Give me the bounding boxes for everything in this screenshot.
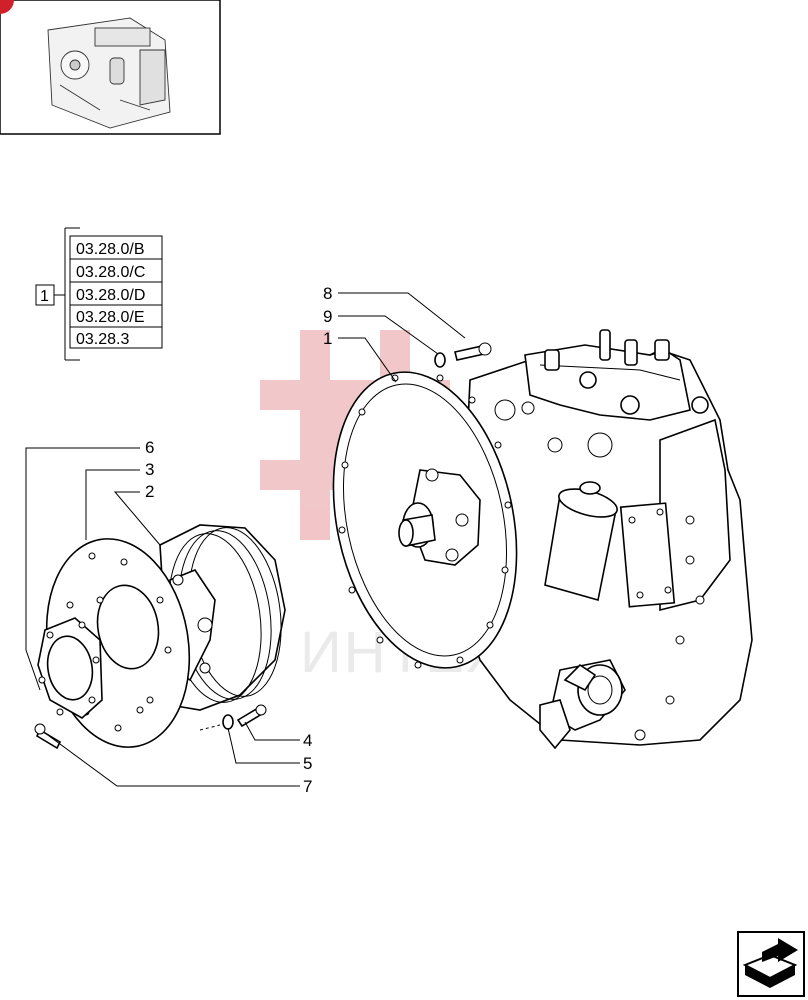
callout-1: 1 (323, 329, 332, 348)
callouts: 8 9 1 6 3 2 4 5 7 (145, 284, 332, 796)
callout-9: 9 (323, 307, 332, 326)
reference-link-3[interactable]: 03.28.0/D (76, 287, 145, 304)
bolt-part-4 (236, 704, 267, 728)
callout-7: 7 (303, 777, 312, 796)
flange-bolt-holes (338, 374, 512, 669)
transmission-assembly (332, 329, 753, 750)
next-page-button[interactable] (737, 931, 805, 997)
washer-part-5 (222, 714, 234, 730)
transmission-thumbnail-icon (47, 17, 171, 129)
red-corner-marker (0, 0, 14, 14)
adapter-plate-part-6 (37, 617, 103, 719)
callout-4: 4 (303, 731, 312, 750)
reference-link-1[interactable]: 03.28.0/B (76, 241, 145, 258)
callout-8: 8 (323, 284, 332, 303)
callout-3: 3 (145, 460, 154, 479)
bolt-part-7 (34, 723, 62, 750)
reference-link-5[interactable]: 03.28.3 (76, 331, 129, 348)
reference-link-4[interactable]: 03.28.0/E (76, 309, 145, 326)
reference-link-2[interactable]: 03.28.0/C (76, 264, 145, 281)
bolt-part-8 (454, 342, 492, 361)
item-label: 1 (40, 288, 49, 305)
callout-6: 6 (145, 438, 154, 457)
callout-2: 2 (145, 482, 154, 501)
next-page-arrow-icon (742, 938, 798, 988)
callout-leaders (25, 292, 466, 787)
callout-5: 5 (303, 754, 312, 773)
washer-part-9 (434, 352, 446, 368)
thumbnail-frame[interactable] (0, 0, 221, 135)
reference-group: 1 03.28.0/B 03.28.0/C 03.28.0/D 03.28.0/… (35, 227, 163, 361)
